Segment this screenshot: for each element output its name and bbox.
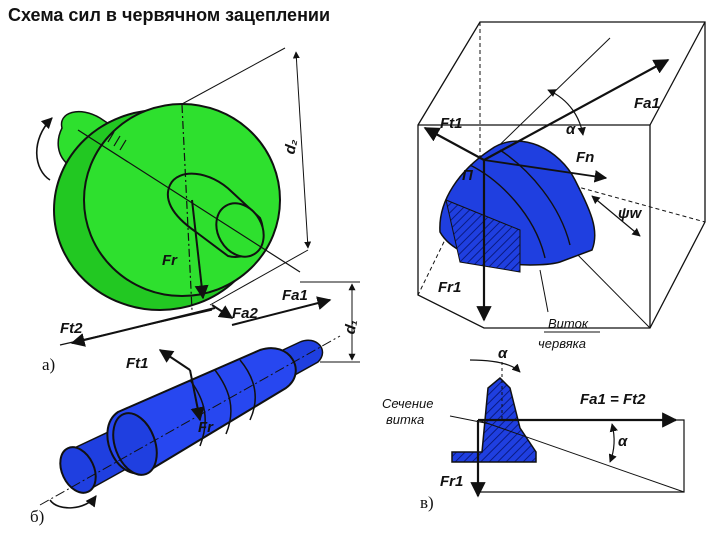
psi-label: ψw [618, 205, 643, 222]
fa2-label: Fa2 [232, 305, 259, 322]
fa1-ft2-label: Fa1 = Ft2 [580, 391, 646, 408]
worm-wheel-group: d₂ Fr [36, 47, 312, 311]
fa1-worm-label: Fa1 [282, 287, 308, 304]
worm-group: Ft1 Fr [39, 335, 341, 509]
wheel-rotation-arc [36, 117, 53, 181]
alpha-section2-label: α [618, 433, 628, 450]
section-group: α Fa1 = Ft2 Fr1 α Сечение витка [382, 345, 685, 498]
panel-b-label: б) [30, 507, 44, 526]
fr-worm-label: Fr [198, 419, 214, 436]
vitok-label-2: червяка [538, 336, 586, 351]
d2-label: d₂ [281, 138, 300, 156]
fa1-box-label: Fa1 [634, 95, 660, 112]
wheel-fr-label: Fr [162, 252, 178, 269]
ft1-box-label: Ft1 [440, 115, 463, 132]
fr1-section-label: Fr1 [440, 473, 463, 490]
panel-c-label: в) [420, 493, 434, 512]
fn-label: Fn [576, 149, 594, 166]
alpha-section-label: α [498, 345, 508, 362]
sechenie-label-1: Сечение [382, 396, 433, 411]
force-box-group: Ft1 Fa1 Fn Fr1 α П ψw Виток червяка [417, 21, 706, 351]
sechenie-label-2: витка [386, 412, 424, 427]
pitch-point-label: П [462, 167, 474, 184]
alpha-box-label: α [566, 121, 576, 138]
ft2-label: Ft2 [60, 320, 83, 337]
contact-forces: Ft2 Fa2 Fa1 d₁ [59, 281, 361, 363]
ft1-worm-label: Ft1 [126, 355, 149, 372]
fr1-box-label: Fr1 [438, 279, 461, 296]
d1-label: d₁ [341, 318, 360, 335]
vitok-label-1: Виток [548, 316, 589, 331]
panel-a-label: а) [42, 355, 55, 374]
page-title: Схема сил в червячном зацеплении [8, 5, 330, 25]
